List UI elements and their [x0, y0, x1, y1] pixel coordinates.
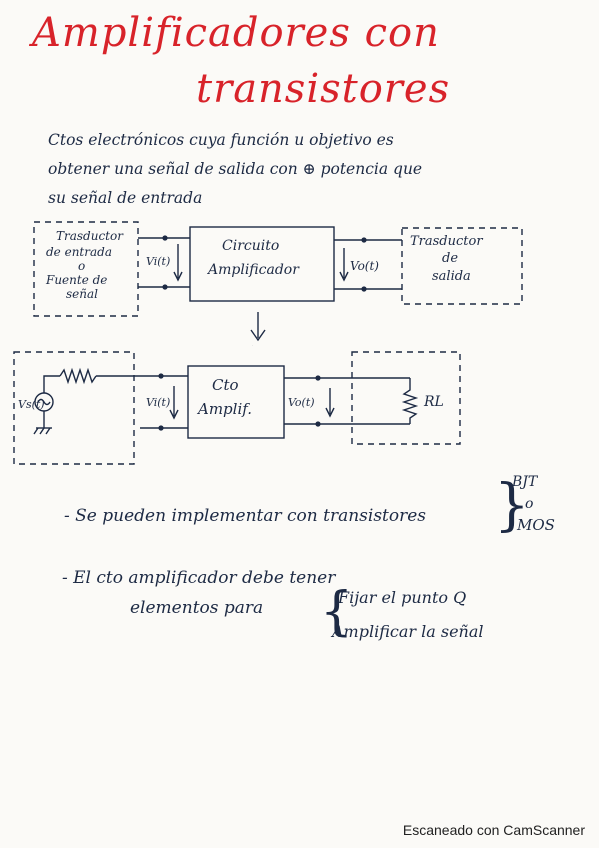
source-box: [13, 351, 135, 465]
input-block-line-2: de entrada: [46, 245, 112, 259]
input-block-line-1: Trasductor: [56, 229, 124, 243]
note-bullet-2-line-2: elementos para: [130, 598, 264, 618]
input-block-line-4: Fuente de: [45, 273, 107, 287]
brace-bjt-mos: }: [494, 473, 530, 538]
output-voltage-label: Vo(t): [350, 259, 379, 273]
amp2-line-1: Cto: [212, 376, 239, 394]
load-box: [351, 351, 461, 445]
amp-box-2: [187, 365, 285, 439]
output-block-line-3: salida: [432, 269, 471, 284]
camscanner-watermark: Escaneado con CamScanner: [402, 822, 585, 838]
page-title-line-2: transistores: [196, 66, 451, 112]
option-mos: MOS: [517, 516, 555, 534]
load-label: RL: [423, 394, 444, 410]
output-block-line-2: de: [442, 251, 458, 266]
source-voltage-label: Vs(t): [18, 398, 45, 411]
brace-elements: {: [320, 582, 354, 642]
sub-item-fix-q: Fijar el punto Q: [338, 588, 467, 607]
amp2-line-2: Amplif.: [196, 400, 252, 418]
amp-block-line-2: Amplificador: [206, 262, 300, 278]
output-block-line-1: Trasductor: [410, 234, 483, 249]
input-block-line-5: señal: [66, 287, 98, 301]
down-arrow-symbol: ↓: [252, 345, 253, 347]
source-resistor: [59, 367, 97, 385]
sub-item-amplify: Amplificar la señal: [332, 622, 484, 641]
input-block-line-3: o: [78, 259, 85, 273]
option-or: o: [525, 496, 534, 512]
output-transducer-box: [401, 227, 523, 305]
definition-paragraph: Ctos electrónicos cuya función u objetiv…: [48, 126, 568, 213]
definition-line-3: su señal de entrada: [48, 189, 203, 207]
option-bjt: BJT: [512, 474, 538, 490]
output-voltage-label-2: Vo(t): [288, 396, 315, 409]
amplifier-box: [189, 226, 335, 302]
load-resistor: [401, 378, 419, 424]
definition-line-1: Ctos electrónicos cuya función u objetiv…: [48, 131, 394, 149]
page-title-line-1: Amplificadores con: [32, 10, 440, 56]
input-voltage-label-2: Vi(t): [146, 396, 170, 409]
input-voltage-label: Vi(t): [146, 255, 170, 268]
definition-line-2: obtener una señal de salida con ⊕ potenc…: [48, 160, 423, 178]
note-bullet-1: - Se pueden implementar con transistores: [64, 506, 427, 526]
note-bullet-2-line-1: - El cto amplificador debe tener: [62, 568, 336, 588]
amp-block-line-1: Circuito: [222, 238, 279, 254]
